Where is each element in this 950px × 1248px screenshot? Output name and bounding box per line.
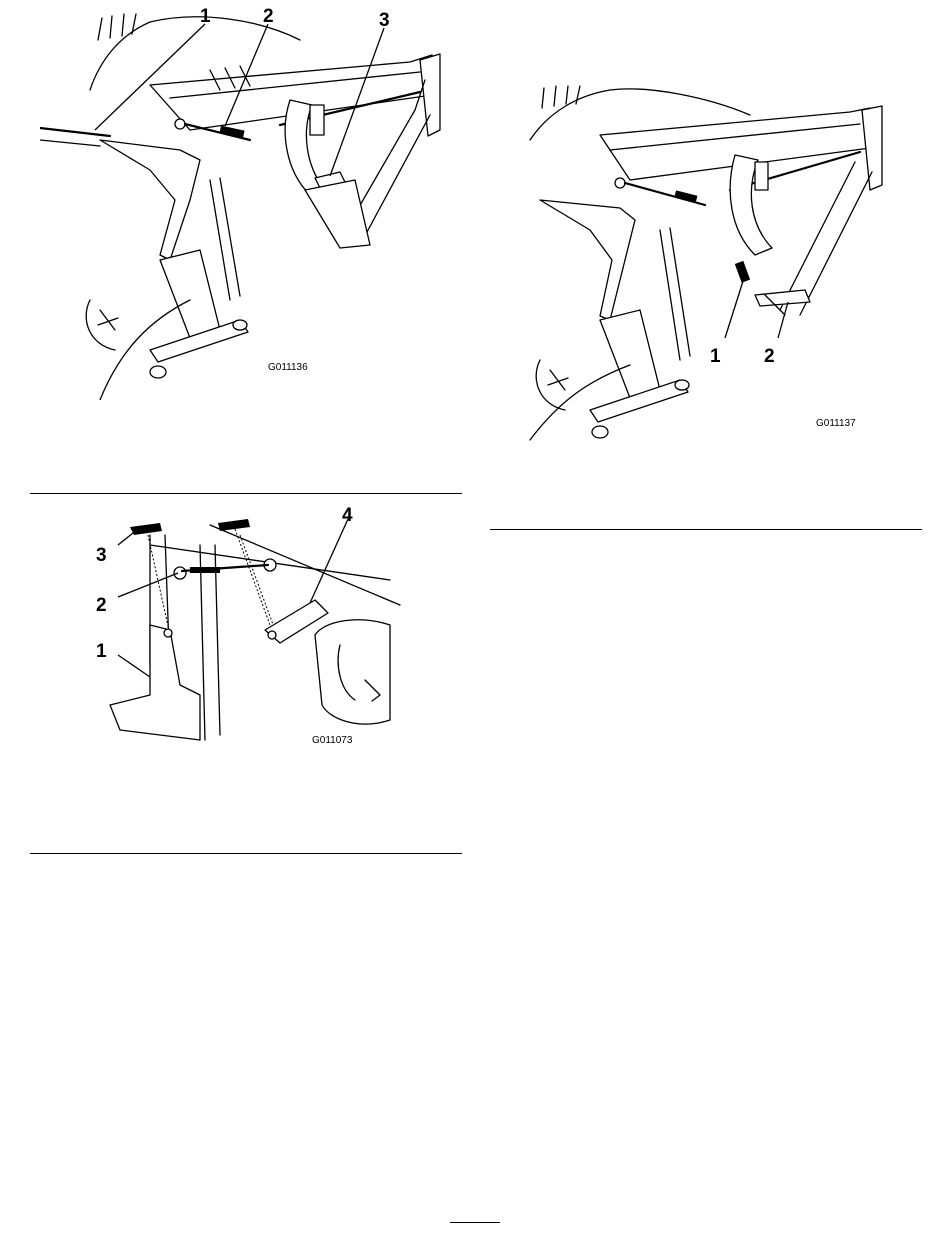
figure-3-callout-3: 3: [96, 545, 107, 566]
figure-1-callout-2: 2: [263, 6, 274, 27]
figure-1-callout-1: 1: [200, 6, 211, 27]
section-rule-left-1: [30, 493, 462, 494]
figure-2-callout-2: 2: [764, 346, 775, 367]
figure-1-id: G011136: [268, 362, 308, 373]
section-rule-right-1: [490, 529, 922, 530]
figure-2-callout-1: 1: [710, 346, 721, 367]
figure-2-id: G011137: [816, 418, 856, 429]
section-rule-left-2: [30, 853, 462, 854]
figure-3-illustration: 3 2 1 4 G011073: [90, 505, 410, 750]
figure-3-id: G011073: [312, 735, 353, 746]
figure-2-illustration: 1 2 G011137: [510, 80, 910, 450]
figure-3-callout-2: 2: [96, 595, 107, 616]
page-footer-rule: [450, 1222, 500, 1223]
figure-3-callout-1: 1: [96, 641, 107, 662]
figure-1-illustration: 1 2 3 G011136: [40, 0, 460, 400]
figure-1-callout-3: 3: [379, 10, 390, 31]
figure-3-callout-4: 4: [342, 505, 353, 526]
